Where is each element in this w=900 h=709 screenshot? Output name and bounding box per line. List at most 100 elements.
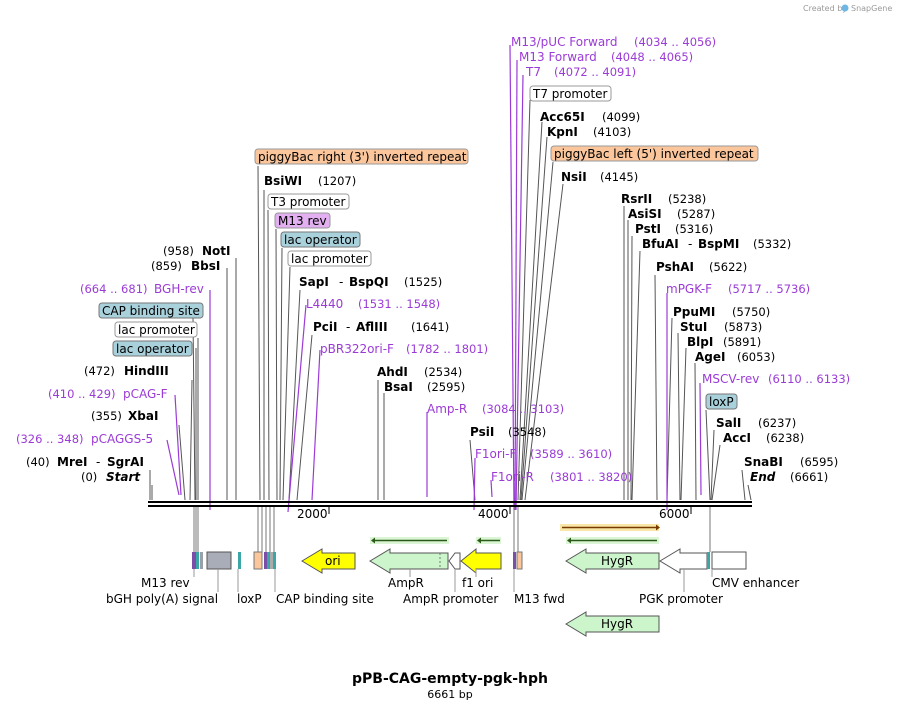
primer-m13puc: M13/pUC Forward: [511, 35, 618, 49]
svg-text:-: -: [339, 275, 343, 289]
enzyme-sgrai: SgrAI: [107, 455, 144, 469]
pos-agei: (6053): [737, 350, 775, 364]
pos-m13puc: (4034 .. 4056): [634, 35, 716, 49]
pos-blpi: (5891): [723, 335, 761, 349]
primer-m13fwd: M13 Forward: [519, 50, 597, 64]
primer-pcaggs5: pCAGGS-5: [91, 432, 153, 446]
primer-mpgkf: mPGK-F: [666, 282, 712, 296]
svg-text:-: -: [688, 237, 692, 251]
feature-label-connectors: [193, 569, 713, 592]
svg-text:HygR: HygR: [601, 554, 633, 568]
pos-asisi: (5287): [677, 207, 715, 221]
primer-bghrev: BGH-rev: [154, 282, 204, 296]
enzyme-snabi: SnaBI: [744, 455, 783, 469]
pos-bbsi: (859): [151, 259, 182, 273]
svg-text:CAP binding site: CAP binding site: [102, 304, 200, 318]
pos-end: (6661): [790, 470, 828, 484]
enzyme-bspmi: BspMI: [698, 237, 739, 251]
tick-2000: 2000: [297, 507, 328, 521]
enzyme-bfuai: BfuAI: [642, 237, 679, 251]
pbright-glyph: [253, 551, 263, 570]
primer-f1orir: F1ori-R: [491, 470, 534, 484]
label-bgh: bGH poly(A) signal: [106, 592, 218, 606]
label-pgk: PGK promoter: [639, 592, 723, 606]
enzyme-afliii: AflIII: [356, 320, 388, 334]
pos-hindiii: (472): [84, 364, 115, 378]
pos-xbai: (355): [91, 409, 122, 423]
enzyme-bbsi: BbsI: [191, 259, 220, 273]
orf-arrows: [370, 524, 660, 544]
enzyme-rsrii: RsrII: [621, 192, 652, 206]
label-ampr-promoter: AmpR promoter: [403, 592, 498, 606]
enzyme-mrei: MreI: [57, 455, 87, 469]
pos-rsrii: (5238): [668, 192, 706, 206]
svg-text:lac operator: lac operator: [284, 233, 357, 247]
enzyme-ppumi: PpuMI: [673, 305, 715, 319]
svg-text:lac promoter: lac promoter: [291, 252, 368, 266]
primer-pcagf: pCAG-F: [123, 387, 168, 401]
credit-text: Created by: [803, 4, 847, 13]
primer-pbr322: pBR322ori-F: [320, 342, 394, 356]
pos-mscvrev: (6110 .. 6133): [768, 372, 850, 386]
pos-snabi: (6595): [800, 455, 838, 469]
hygr-arrow-2: [565, 611, 660, 637]
tag-loxp: loxP: [705, 393, 738, 410]
cmv-glyph: [711, 551, 747, 570]
m13rev-glyph: [192, 552, 196, 569]
enzyme-psii: PsiI: [470, 425, 494, 439]
svg-text:SnapGene: SnapGene: [851, 4, 892, 13]
pos-l4440: (1531 .. 1548): [358, 297, 440, 311]
enzyme-xbai: XbaI: [128, 409, 158, 423]
enzyme-stui: StuI: [680, 320, 707, 334]
pos-kpni: (4103): [593, 125, 631, 139]
f1ori-arrow: [460, 547, 502, 575]
label-f1ori: f1 ori: [462, 576, 493, 590]
label-m13fwd: M13 fwd: [514, 592, 565, 606]
primer-t7: T7: [525, 65, 541, 79]
pos-t7: (4072 .. 4091): [554, 65, 636, 79]
enzyme-sali: SalI: [716, 416, 741, 430]
enzyme-sapi: SapI: [299, 275, 329, 289]
label-ampr: AmpR: [388, 576, 424, 590]
primer-ampr: Amp-R: [427, 402, 467, 416]
enzyme-blpi: BlpI: [687, 335, 713, 349]
bgh-glyph: [206, 551, 232, 570]
primer-lines: [166, 44, 702, 513]
pos-mrei: (40): [26, 455, 50, 469]
pos-psii: (3548): [508, 425, 546, 439]
tag-lac-promoter-left: lac promoter: [114, 321, 198, 338]
loxp-glyph: [238, 552, 241, 569]
plasmid-length: 6661 bp: [427, 688, 472, 701]
enzyme-bsiwi: BsiWI: [264, 174, 302, 188]
enzyme-bsai: BsaI: [384, 380, 413, 394]
feature-glyphs: ori HygR HygR: [192, 524, 747, 637]
enzyme-agei: AgeI: [695, 350, 725, 364]
hygr-arrow-1: [565, 548, 660, 574]
label-loxp: loxP: [237, 592, 262, 606]
pos-psti: (5316): [675, 222, 713, 236]
pos-start: (0): [81, 470, 97, 484]
plasmid-name: pPB-CAG-empty-pgk-hph: [352, 671, 548, 687]
primer-f1orif: F1ori-F: [475, 447, 516, 461]
enzyme-acc65i: Acc65I: [540, 110, 585, 124]
svg-text:loxP: loxP: [709, 395, 734, 409]
enzyme-ahdi: AhdI: [377, 365, 408, 379]
tag-m13-rev: M13 rev: [274, 212, 331, 229]
enzyme-acci: AccI: [723, 431, 751, 445]
ampr-arrow: [369, 548, 449, 574]
tag-piggybac-right: piggyBac right (3') inverted repeat: [254, 148, 469, 165]
ampr-promoter-glyph: [448, 552, 461, 570]
label-cap: CAP binding site: [276, 592, 374, 606]
feature-connectors: [193, 507, 711, 552]
svg-text:T3 promoter: T3 promoter: [270, 195, 346, 209]
pos-nsii: (4145): [600, 170, 638, 184]
ori-arrow: [301, 548, 356, 574]
enzyme-noti: NotI: [202, 244, 231, 258]
pos-mpgkf: (5717 .. 5736): [728, 282, 810, 296]
svg-text:lac promoter: lac promoter: [118, 323, 195, 337]
pos-noti: (958): [163, 244, 194, 258]
pos-ampr-primer: (3084 .. 3103): [482, 402, 564, 416]
leader-lines: [149, 99, 752, 501]
backbone: 2000 4000 6000: [148, 501, 752, 521]
